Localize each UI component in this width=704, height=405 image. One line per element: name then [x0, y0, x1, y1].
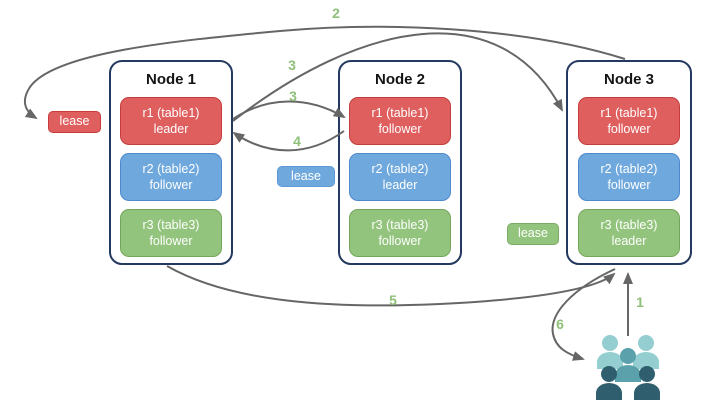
replica-role: follower: [607, 178, 651, 192]
step-label-3a: 3: [288, 57, 296, 73]
step-label-6: 6: [556, 316, 564, 332]
replica-name: r2 (table2): [600, 161, 658, 176]
node-2-replica-r1: r1 (table1) follower: [349, 97, 451, 145]
replica-name: r2 (table2): [142, 161, 200, 176]
node-3-replica-r3: r3 (table3) leader: [578, 209, 680, 257]
replica-name: r3 (table3): [142, 217, 200, 232]
replica-role: leader: [153, 122, 189, 136]
lease-badge-table2: lease: [277, 166, 335, 187]
node-1-title: Node 1: [145, 71, 196, 88]
replica-role: follower: [149, 234, 193, 248]
replica-role: leader: [611, 234, 647, 248]
node-1-replica-r3: r3 (table3) follower: [120, 209, 222, 257]
step-label-3b: 3: [289, 88, 297, 104]
replica-role: follower: [378, 122, 422, 136]
node-1-replica-r2: r2 (table2) follower: [120, 153, 222, 201]
replica-role: leader: [382, 178, 418, 192]
replica-name: r3 (table3): [600, 217, 658, 232]
replica-name: r1 (table1): [371, 105, 429, 120]
lease-badge-table3: lease: [507, 223, 559, 245]
replica-name: r2 (table2): [371, 161, 429, 176]
node-2-box: Node 2 r1 (table1) follower r2 (table2) …: [338, 60, 462, 265]
node-3-box: Node 3 r1 (table1) follower r2 (table2) …: [566, 60, 692, 265]
node-1-replica-r1: r1 (table1) leader: [120, 97, 222, 145]
arrow-step3-leader-to-node2: [232, 100, 346, 120]
step-label-5: 5: [389, 292, 397, 308]
node-3-title: Node 3: [603, 71, 654, 88]
step-label-4: 4: [293, 133, 301, 149]
users-group-icon: [596, 335, 660, 400]
step-label-1: 1: [636, 294, 644, 310]
replica-name: r3 (table3): [371, 217, 429, 232]
replica-name: r1 (table1): [600, 105, 658, 120]
replica-role: follower: [149, 178, 193, 192]
lease-badge-table1: lease: [48, 111, 101, 133]
replica-name: r1 (table1): [142, 105, 200, 120]
node-2-replica-r3: r3 (table3) follower: [349, 209, 451, 257]
node-2-title: Node 2: [374, 71, 425, 88]
node-3-replica-r2: r2 (table2) follower: [578, 153, 680, 201]
node-1-box: Node 1 r1 (table1) leader r2 (table2) fo…: [109, 60, 233, 265]
replica-role: follower: [378, 234, 422, 248]
step-label-2: 2: [332, 5, 340, 21]
replica-role: follower: [607, 122, 651, 136]
node-2-replica-r2: r2 (table2) leader: [349, 153, 451, 201]
node-3-replica-r1: r1 (table1) follower: [578, 97, 680, 145]
